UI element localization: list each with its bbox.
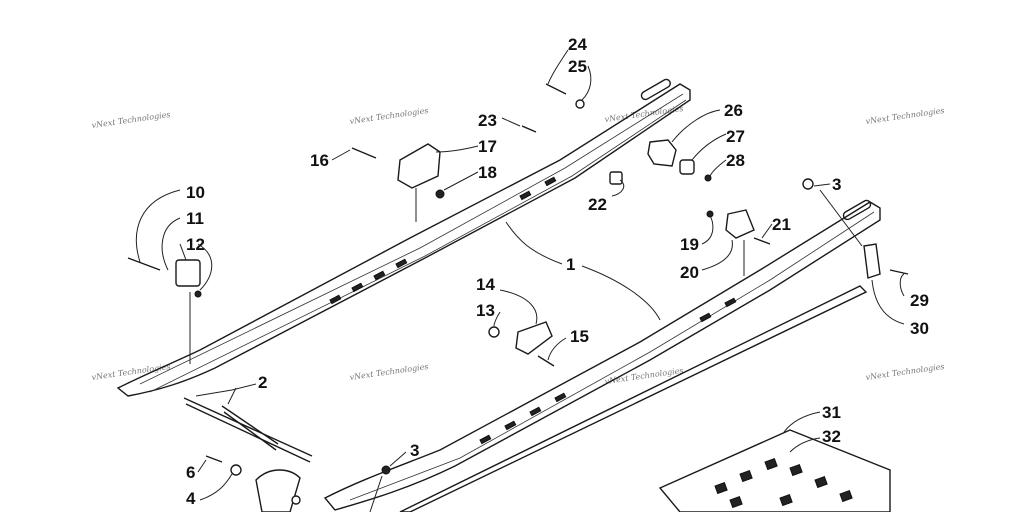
callout-32: 32 — [822, 427, 841, 446]
callout-24: 24 — [568, 35, 587, 54]
watermark-7: vNext Technologies — [604, 366, 684, 386]
right-slide-rail — [323, 199, 881, 511]
leader-lines — [135, 49, 905, 512]
track-section — [658, 429, 891, 512]
cross-shafts — [183, 397, 313, 463]
callout-30: 30 — [910, 319, 929, 338]
callout-18: 18 — [478, 163, 497, 182]
callout-12: 12 — [186, 235, 205, 254]
callout-17: 17 — [478, 137, 497, 156]
callout-16: 16 — [310, 151, 329, 170]
callout-21: 21 — [772, 215, 791, 234]
watermark-2: vNext Technologies — [349, 106, 429, 126]
callout-27: 27 — [726, 127, 745, 146]
hardware-parts — [127, 83, 909, 512]
watermark-8: vNext Technologies — [865, 362, 945, 382]
watermark-4: vNext Technologies — [865, 106, 945, 126]
callout-6: 6 — [186, 463, 195, 482]
watermark-1: vNext Technologies — [91, 110, 171, 130]
callout-25: 25 — [568, 57, 587, 76]
watermark-6: vNext Technologies — [349, 362, 429, 382]
callout-3-top: 3 — [832, 175, 841, 194]
callout-26: 26 — [724, 101, 743, 120]
callout-3-bottom: 3 — [410, 441, 419, 460]
callout-23: 23 — [478, 111, 497, 130]
wear-strip — [399, 285, 868, 512]
callout-13: 13 — [476, 301, 495, 320]
callout-19: 19 — [680, 235, 699, 254]
left-slide-rail — [116, 78, 691, 397]
callout-20: 20 — [680, 263, 699, 282]
callout-1: 1 — [566, 255, 575, 274]
callout-4: 4 — [186, 489, 196, 508]
callout-31: 31 — [822, 403, 841, 422]
callout-numbers: 24 25 23 26 27 28 22 16 17 18 10 11 12 1… — [186, 35, 929, 508]
watermark-5: vNext Technologies — [91, 362, 171, 382]
callout-2: 2 — [258, 373, 267, 392]
callout-14: 14 — [476, 275, 495, 294]
callout-28: 28 — [726, 151, 745, 170]
callout-15: 15 — [570, 327, 589, 346]
callout-11: 11 — [186, 209, 204, 228]
callout-22: 22 — [588, 195, 607, 214]
callout-29: 29 — [910, 291, 929, 310]
callout-10: 10 — [186, 183, 205, 202]
